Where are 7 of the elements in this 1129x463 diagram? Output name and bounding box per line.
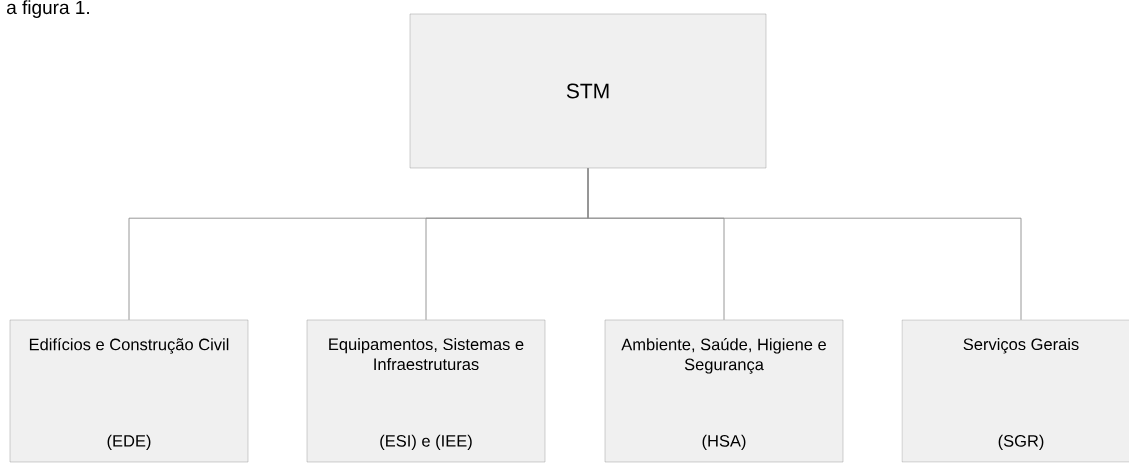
caption-text: a figura 1. bbox=[7, 0, 89, 18]
department-box: Serviços Gerais (SGR) bbox=[901, 319, 1129, 463]
organization-box: STM bbox=[409, 13, 767, 169]
department-box: Equipamentos, Sistemas e Infraestruturas (ESI) e (IEE) bbox=[306, 319, 546, 463]
connector-line bbox=[587, 167, 1022, 321]
department-box: Ambiente, Saúde, Higiene e Segurança (HSA) bbox=[604, 319, 844, 463]
department-box: Edifícios e Construção Civil (EDE) bbox=[9, 319, 249, 463]
